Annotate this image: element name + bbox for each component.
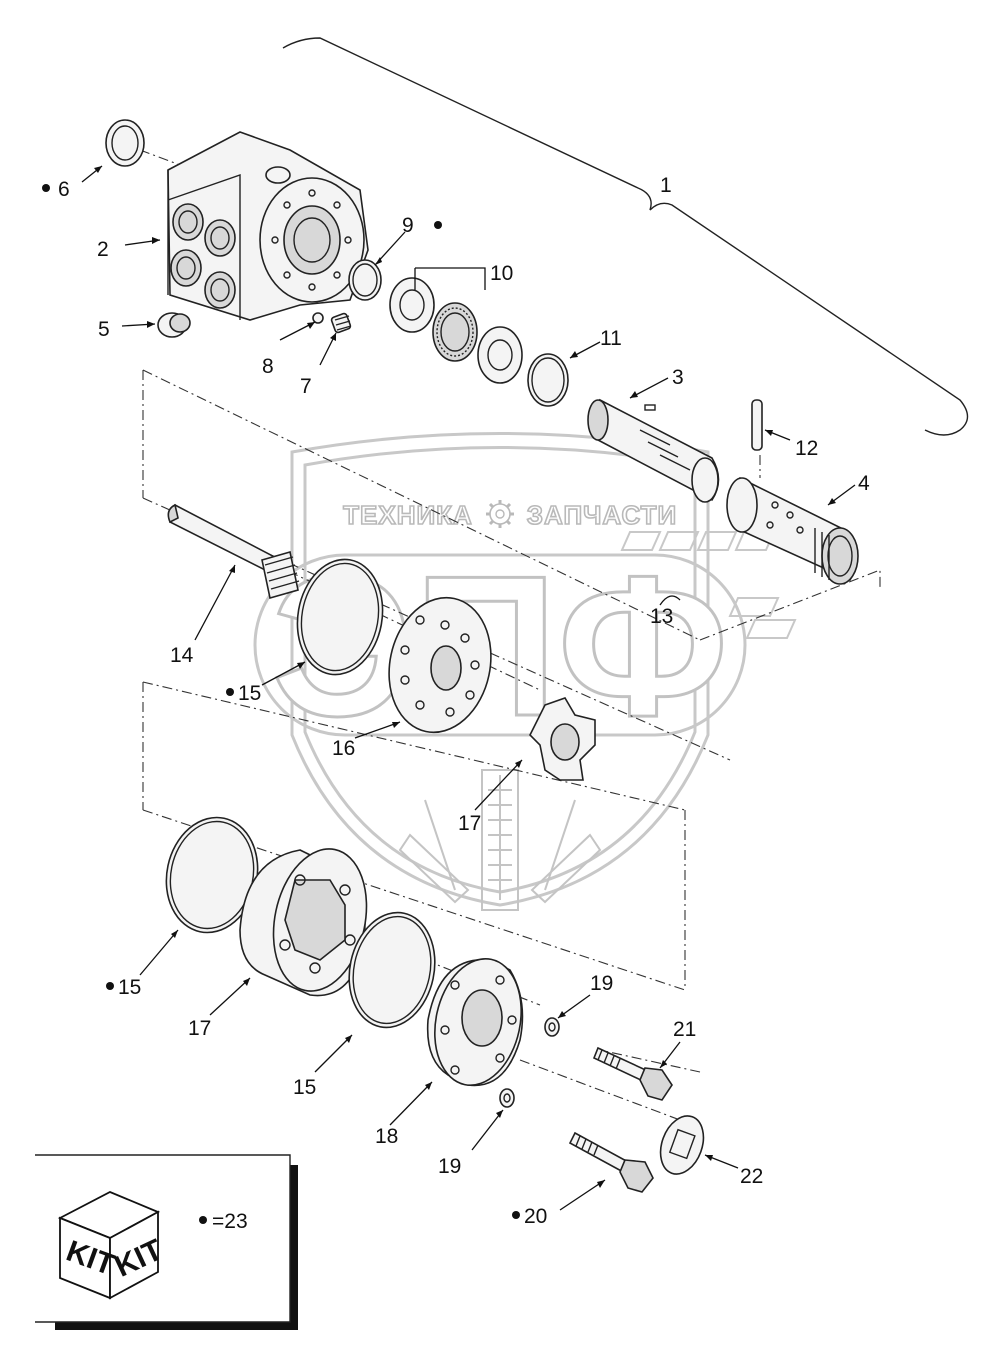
part-16-spacer-plate — [388, 596, 492, 734]
part-15-seal-upper — [296, 558, 384, 676]
part-6-seal-ring — [105, 119, 145, 167]
part-8-ball — [312, 312, 324, 324]
callout-16: 16 — [332, 737, 355, 760]
bullet-15-middle — [106, 982, 114, 990]
part-18-end-cap — [426, 957, 524, 1087]
callout-labels: 6 1 2 9 10 5 11 8 3 7 12 4 13 14 15 16 1… — [42, 174, 870, 1228]
callout-12: 12 — [795, 437, 818, 460]
kit-legend: KIT KIT =23 — [35, 1154, 298, 1330]
part-19-washer-lower — [499, 1088, 515, 1108]
callout-10: 10 — [490, 262, 513, 285]
gear-icon — [486, 500, 514, 528]
legend-note: =23 — [212, 1210, 248, 1233]
part-5-fitting — [157, 312, 191, 338]
callout-14: 14 — [170, 644, 194, 667]
leader-arrows — [81, 165, 856, 1211]
part-19-washer-upper — [544, 1017, 560, 1037]
callout-22: 22 — [740, 1165, 763, 1188]
part-22-plate — [659, 1115, 705, 1175]
part-21-bolt — [592, 1046, 673, 1101]
part-14-drive-shaft — [167, 503, 300, 600]
callout-19-lower: 19 — [438, 1155, 461, 1178]
callout-1: 1 — [660, 174, 672, 197]
callout-17-upper: 17 — [458, 812, 481, 835]
callout-7: 7 — [300, 375, 312, 398]
watermark-shield — [290, 432, 710, 907]
callout-17-lower: 17 — [188, 1017, 211, 1040]
callout-2: 2 — [97, 238, 109, 261]
callout-21: 21 — [673, 1018, 696, 1041]
bullet-6 — [42, 184, 50, 192]
part-15-seal-lower — [348, 911, 436, 1029]
part-7-plug — [330, 312, 352, 334]
callout-15-lower: 15 — [293, 1076, 316, 1099]
callout-8: 8 — [262, 355, 274, 378]
callout-15-middle: 15 — [118, 976, 141, 999]
watermark: ЭПФ ТЕХНИКА ЗАПЧАСТИ — [253, 432, 797, 911]
part-3-spool — [587, 398, 720, 503]
watermark-right-text: ЗАПЧАСТИ — [527, 500, 678, 530]
wheat-emblem — [398, 769, 602, 911]
part-11-ring — [527, 353, 569, 407]
part-10-bearing-set — [389, 277, 523, 384]
part-9-o-ring — [348, 259, 382, 301]
kit-box-icon: KIT KIT — [57, 1191, 168, 1300]
callout-19-upper: 19 — [590, 972, 613, 995]
watermark-shield-inner — [303, 446, 697, 894]
callout-5: 5 — [98, 318, 110, 341]
part-17-gerotor-housing — [239, 848, 368, 997]
bullet-9 — [434, 221, 442, 229]
part-2-housing — [167, 131, 369, 321]
part-4-sleeve — [726, 476, 859, 585]
callout-13: 13 — [650, 605, 673, 628]
callout-3: 3 — [672, 366, 684, 389]
callout-9: 9 — [402, 214, 414, 237]
bullet-20 — [512, 1211, 520, 1219]
assembly-brace — [282, 37, 969, 436]
legend-bullet — [199, 1216, 207, 1224]
watermark-band — [253, 553, 747, 737]
watermark-stripes — [620, 531, 797, 639]
part-17-rotor — [529, 697, 596, 781]
watermark-left-text: ТЕХНИКА — [343, 500, 473, 530]
callout-11: 11 — [600, 327, 622, 350]
bullet-15-upper — [226, 688, 234, 696]
callout-15-upper: 15 — [238, 682, 261, 705]
callout-18: 18 — [375, 1125, 398, 1148]
callout-20: 20 — [524, 1205, 547, 1228]
part-12-pin — [751, 399, 763, 451]
callout-4: 4 — [858, 472, 870, 495]
part-20-bolt — [568, 1131, 654, 1193]
callout-6: 6 — [58, 178, 70, 201]
